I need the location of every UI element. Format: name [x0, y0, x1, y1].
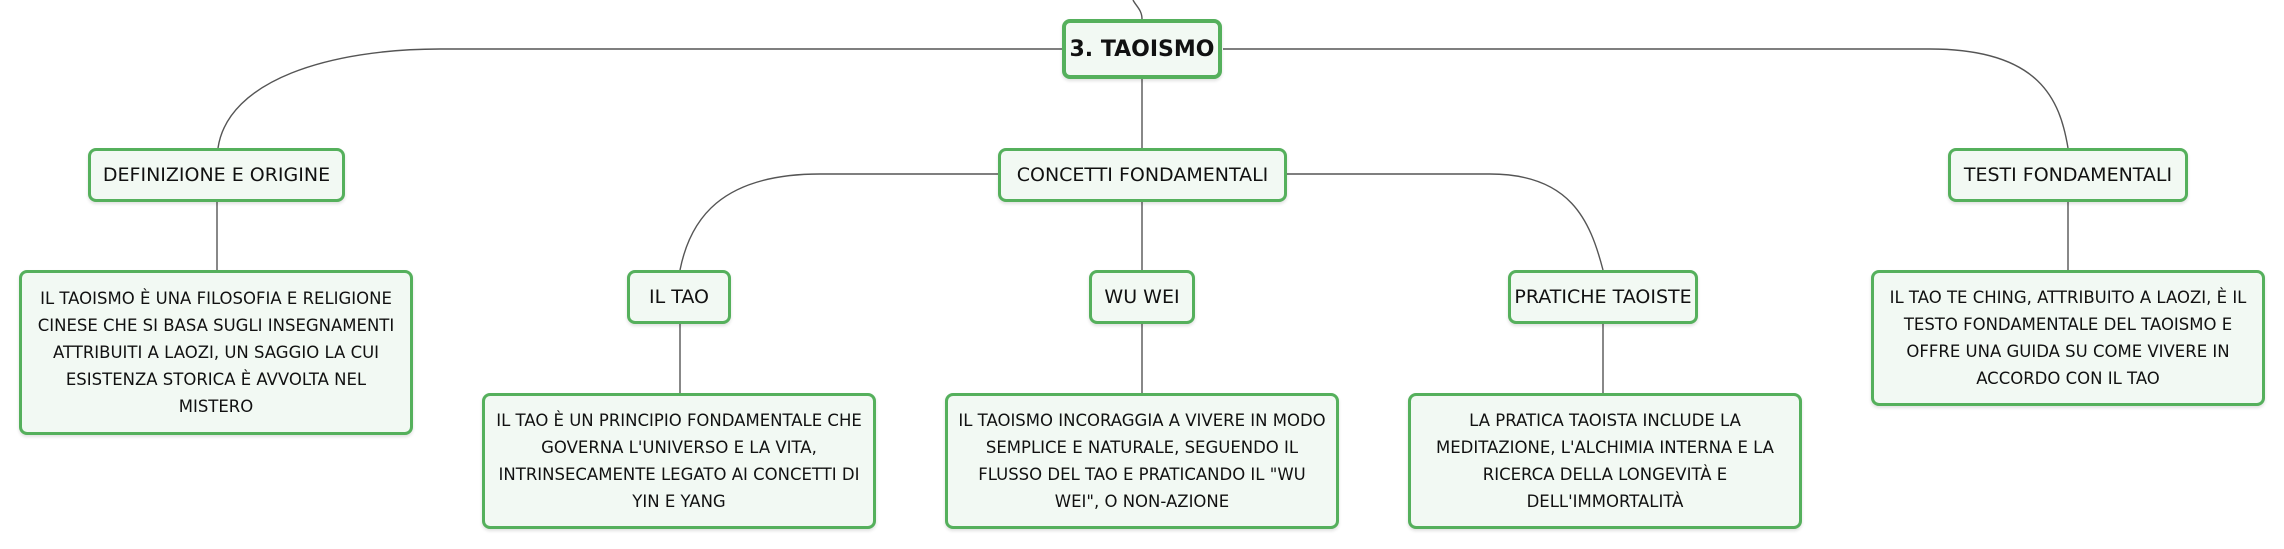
- subtopic-pratiche-label: PRATICHE TAOISTE: [1514, 286, 1692, 308]
- wuwei-description-text: IL TAOISMO INCORAGGIA A VIVERE IN MODO S…: [958, 411, 1326, 511]
- subtopic-tao-label: IL TAO: [649, 286, 709, 308]
- tao-description-text: IL TAO È UN PRINCIPIO FONDAMENTALE CHE G…: [496, 411, 862, 511]
- topic-testi-label: TESTI FONDAMENTALI: [1963, 164, 2173, 186]
- pratiche-description[interactable]: LA PRATICA TAOISTA INCLUDE LA MEDITAZION…: [1408, 393, 1802, 529]
- pratiche-description-text: LA PRATICA TAOISTA INCLUDE LA MEDITAZION…: [1436, 411, 1774, 511]
- testi-description[interactable]: IL TAO TE CHING, ATTRIBUITO A LAOZI, È I…: [1871, 270, 2265, 406]
- connector-root-definizione: [217, 48, 1062, 149]
- definizione-description[interactable]: IL TAOISMO È UNA FILOSOFIA E RELIGIONE C…: [19, 270, 413, 435]
- wuwei-description[interactable]: IL TAOISMO INCORAGGIA A VIVERE IN MODO S…: [945, 393, 1339, 529]
- subtopic-tao[interactable]: IL TAO: [627, 270, 731, 324]
- subtopic-pratiche[interactable]: PRATICHE TAOISTE: [1508, 270, 1698, 324]
- subtopic-wuwei[interactable]: WU WEI: [1089, 270, 1195, 324]
- connector-concetti-tao: [679, 173, 998, 271]
- connector-concetti-pratiche: [1287, 173, 1604, 271]
- topic-concetti[interactable]: CONCETTI FONDAMENTALI: [998, 148, 1287, 202]
- connector-parent-root: [1132, 0, 1143, 20]
- tao-description[interactable]: IL TAO È UN PRINCIPIO FONDAMENTALE CHE G…: [482, 393, 876, 529]
- connector-root-testi: [1223, 48, 2069, 149]
- topic-definizione[interactable]: DEFINIZIONE E ORIGINE: [88, 148, 345, 202]
- topic-testi[interactable]: TESTI FONDAMENTALI: [1948, 148, 2188, 202]
- root-label: 3. TAOISMO: [1069, 36, 1215, 62]
- topic-concetti-label: CONCETTI FONDAMENTALI: [1016, 164, 1269, 186]
- root-node[interactable]: 3. TAOISMO: [1062, 19, 1222, 79]
- definizione-description-text: IL TAOISMO È UNA FILOSOFIA E RELIGIONE C…: [37, 289, 395, 416]
- topic-definizione-label: DEFINIZIONE E ORIGINE: [102, 164, 331, 186]
- testi-description-text: IL TAO TE CHING, ATTRIBUITO A LAOZI, È I…: [1889, 288, 2247, 388]
- subtopic-wuwei-label: WU WEI: [1104, 286, 1180, 308]
